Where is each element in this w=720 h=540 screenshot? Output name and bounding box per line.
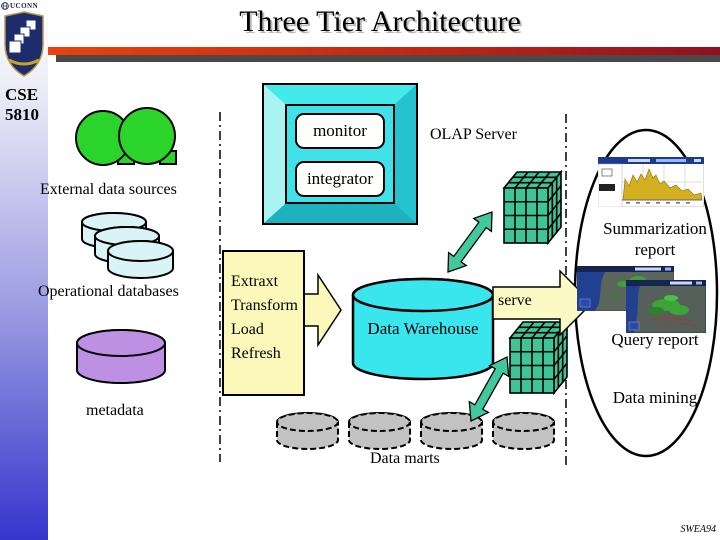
uconn-wordmark: UCONN xyxy=(1,1,61,10)
datamart-to-olap-arrow xyxy=(468,355,510,423)
frame-bevel: monitor integrator xyxy=(264,85,416,223)
query-report-label: Query report xyxy=(611,330,699,349)
uconn-wordmark-text: UCONN xyxy=(10,1,39,10)
etl-line-load: Load xyxy=(231,321,264,338)
olap-cube-upper xyxy=(502,169,563,246)
metadata-cylinder xyxy=(76,329,166,384)
metadata-label: metadata xyxy=(86,402,144,419)
frame-panel: monitor integrator xyxy=(285,104,395,204)
summarization-chart-thumbnail xyxy=(598,157,704,207)
data-warehouse-label: Data Warehouse xyxy=(367,319,479,338)
data-mart-cylinder-3 xyxy=(420,412,483,450)
data-mart-cylinder-1 xyxy=(276,412,339,450)
olap-cubes xyxy=(502,169,569,396)
operational-databases-label: Operational databases xyxy=(38,283,179,300)
data-source-icon-2 xyxy=(118,107,177,165)
etl-line-transform: Transform xyxy=(231,297,298,314)
olap-server-frame: monitor integrator xyxy=(262,83,418,225)
data-marts-label: Data marts xyxy=(370,450,440,467)
globe-icon xyxy=(1,1,9,10)
title-rule-bar xyxy=(48,47,720,55)
data-warehouse-cylinder xyxy=(351,277,495,381)
monitor-box: monitor xyxy=(295,113,385,149)
etl-line-refresh: Refresh xyxy=(231,345,281,362)
slide-title: Three Tier Architecture xyxy=(239,5,521,38)
title-rule-shadow xyxy=(56,55,720,62)
olap-server-label: OLAP Server xyxy=(430,126,517,143)
course-code-line2: 5810 xyxy=(5,105,39,124)
data-mining-label: Data mining xyxy=(612,388,698,407)
query-flow-arrows xyxy=(447,211,510,423)
summarization-report-line1: Summarization xyxy=(603,219,707,238)
query-map-thumbnail-2 xyxy=(626,280,706,333)
serve-arrow xyxy=(492,269,594,337)
operational-db-cylinder-3 xyxy=(107,240,174,279)
sidebar-gradient-bar xyxy=(0,0,48,540)
database-cylinders xyxy=(76,212,555,450)
data-mart-cylinder-2 xyxy=(348,412,411,450)
footer-slide-id: SWEA94 xyxy=(680,524,716,535)
summarization-report-line2: report xyxy=(634,240,676,259)
course-code: CSE 5810 xyxy=(5,85,47,125)
serve-label: serve xyxy=(498,292,532,309)
external-sources-label: External data sources xyxy=(40,181,177,198)
data-mart-cylinder-4 xyxy=(492,412,555,450)
etl-box: Extraxt Transform Load Refresh xyxy=(222,250,305,396)
integrator-box: integrator xyxy=(295,161,385,197)
summarization-report-label: Summarization report xyxy=(580,218,720,260)
warehouse-to-olap-arrow xyxy=(447,211,493,273)
olap-cube-lower xyxy=(508,319,569,396)
course-code-line1: CSE xyxy=(5,85,39,104)
uconn-shield-logo xyxy=(4,11,44,77)
etl-line-extract: Extraxt xyxy=(231,273,279,290)
external-data-source-icons xyxy=(75,107,177,166)
